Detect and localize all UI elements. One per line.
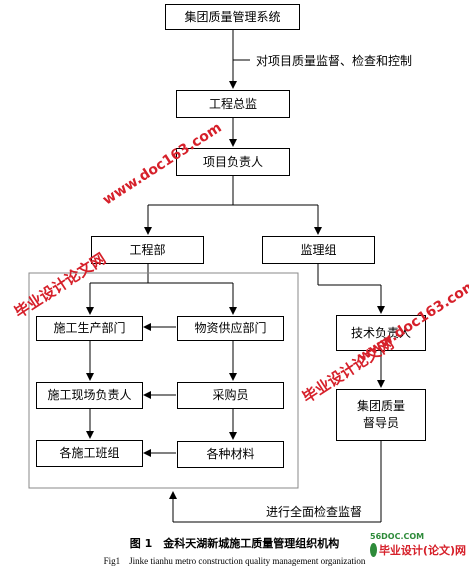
logo-text: 毕业设计(论文)网 [378,544,466,557]
full-inspection-note: 进行全面检查监督 [266,505,363,519]
supply-dept-box: 物资供应部门 [177,316,284,341]
production-dept-box: 施工生产部门 [36,316,143,341]
supervision-control-note: 对项目质量监督、检查和控制 [256,54,413,68]
logo-mark-icon [370,543,377,557]
supervision-team-box: 监理组 [262,236,375,264]
site-manager-box: 施工现场负责人 [36,382,143,409]
site-logo: 56DOC.COM 毕业设计(论文)网 [370,532,466,568]
tech-manager-box: 技术负责人 [336,315,426,351]
group-quality-inspector-box: 集团质量 督导员 [336,389,426,441]
quality-inspector-line2: 督导员 [362,416,399,430]
figure-caption-cn: 图 1 金科天湖新城施工质量管理组织机构 [129,537,340,550]
construction-teams-box: 各施工班组 [36,440,143,467]
quality-inspector-line1: 集团质量 [356,399,405,414]
site-scope-frame [28,272,299,489]
logo-domain: 56DOC.COM [370,532,425,541]
purchaser-box: 采购员 [177,382,284,409]
project-manager-box: 项目负责人 [176,148,290,176]
materials-box: 各种材料 [177,441,284,468]
figure-caption-en: Fig1 Jinke tianhu metro construction qua… [103,556,366,566]
group-quality-system-box: 集团质量管理系统 [165,4,300,30]
chief-supervisor-box: 工程总监 [176,90,290,118]
engineering-dept-box: 工程部 [91,236,204,264]
